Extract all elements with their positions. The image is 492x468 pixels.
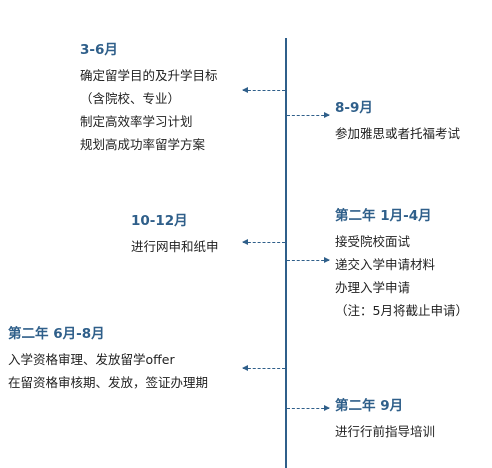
event-period: 8-9月	[335, 100, 373, 116]
event-description: 确定留学目的及升学目标 （含院校、专业） 制定高效率学习计划 规划高成功率留学方…	[80, 64, 218, 156]
event-description: 入学资格审理、发放留学offer 在留资格审核期、发放，签证办理期	[8, 348, 208, 394]
event-description: 进行网申和纸申	[131, 235, 219, 258]
event-description: 参加雅思或者托福考试	[335, 122, 460, 145]
connector-arrow-3-6	[242, 87, 285, 93]
event-year2-6-8: 第二年 6月-8月 入学资格审理、发放留学offer 在留资格审核期、发放，签证…	[8, 324, 208, 394]
event-year2-1-4: 第二年 1月-4月 接受院校面试 递交入学申请材料 办理入学申请 （注：5月将截…	[335, 206, 468, 322]
event-line: 递交入学申请材料	[335, 257, 436, 272]
event-line: 参加雅思或者托福考试	[335, 126, 461, 141]
event-period: 第二年 9月	[335, 398, 404, 414]
event-period: 10-12月	[131, 213, 188, 229]
event-3-6: 3-6月 确定留学目的及升学目标 （含院校、专业） 制定高效率学习计划 规划高成…	[80, 40, 218, 156]
event-year2-9: 第二年 9月 进行行前指导培训	[335, 396, 435, 443]
connector-arrow-year2-1-4	[287, 257, 330, 263]
connector-arrow-year2-6-8	[242, 365, 285, 371]
event-line: （注：5月将截止申请）	[335, 303, 468, 318]
event-period: 第二年 1月-4月	[335, 208, 432, 224]
event-line: 规划高成功率留学方案	[80, 137, 206, 152]
event-line: 确定留学目的及升学目标	[80, 68, 218, 83]
event-line: 接受院校面试	[335, 234, 411, 249]
event-line: 进行行前指导培训	[335, 424, 436, 439]
event-8-9: 8-9月 参加雅思或者托福考试	[335, 98, 460, 145]
event-line: 办理入学申请	[335, 280, 411, 295]
event-line: 制定高效率学习计划	[80, 114, 193, 129]
event-period: 3-6月	[80, 42, 118, 58]
event-line: （含院校、专业）	[80, 91, 181, 106]
connector-arrow-8-9	[287, 112, 330, 118]
event-description: 进行行前指导培训	[335, 420, 435, 443]
connector-arrow-10-12	[242, 239, 285, 245]
event-description: 接受院校面试 递交入学申请材料 办理入学申请 （注：5月将截止申请）	[335, 230, 468, 322]
timeline-axis	[285, 38, 287, 468]
event-line: 入学资格审理、发放留学offer	[8, 352, 175, 367]
connector-arrow-year2-9	[287, 405, 330, 411]
event-line: 进行网申和纸申	[131, 239, 219, 254]
event-line: 在留资格审核期、发放，签证办理期	[8, 375, 209, 390]
event-period: 第二年 6月-8月	[8, 326, 105, 342]
event-10-12: 10-12月 进行网申和纸申	[131, 211, 219, 258]
